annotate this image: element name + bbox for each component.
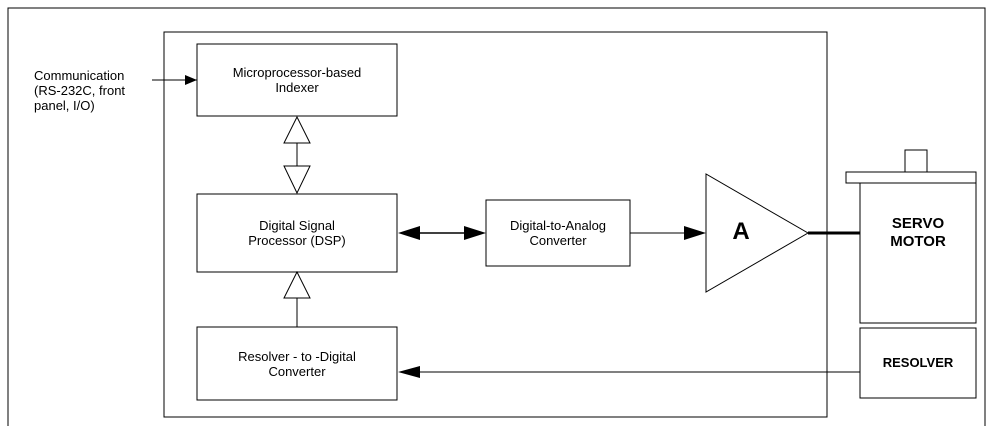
feedback-arrow xyxy=(398,366,860,378)
rdc-box xyxy=(196,326,398,401)
dsp-box xyxy=(196,193,398,273)
servo-motor-label: SERVO MOTOR xyxy=(890,215,946,250)
dsp-dac-link xyxy=(398,226,486,240)
dac-label: Digital-to-Analog Converter xyxy=(509,218,607,248)
motor-body xyxy=(859,182,977,324)
amplifier-triangle xyxy=(705,173,809,293)
amplifier-label: A xyxy=(732,218,750,245)
dac-amplifier-arrow xyxy=(630,226,706,240)
indexer-label: Microprocessor-based Indexer xyxy=(232,65,362,95)
motor-shaft xyxy=(904,149,928,173)
rdc-dsp-arrow xyxy=(283,270,311,327)
resolver-body xyxy=(859,327,977,399)
dac-box xyxy=(485,199,631,267)
indexer-dsp-link xyxy=(283,115,311,195)
resolver-label: RESOLVER xyxy=(882,355,954,370)
servo-motor xyxy=(845,149,977,399)
communication-label: Communication (RS-232C, front panel, I/O… xyxy=(34,68,126,113)
rdc-label: Resolver - to -Digital Converter xyxy=(238,349,356,379)
controller-enclosure xyxy=(163,31,828,418)
motor-flange xyxy=(845,171,977,184)
dsp-label: Digital Signal Processor (DSP) xyxy=(248,218,346,248)
page-frame xyxy=(7,7,986,426)
